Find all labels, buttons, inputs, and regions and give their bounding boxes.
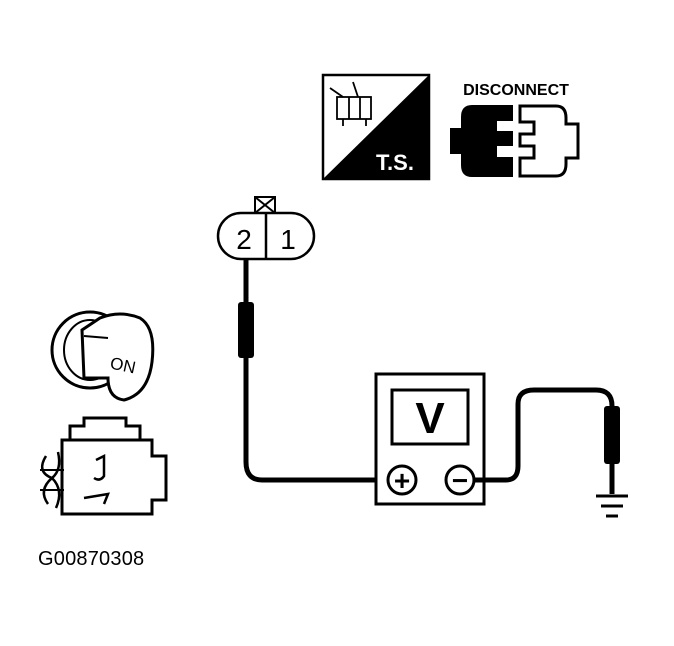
engine-icon <box>40 416 168 516</box>
positive-terminal-symbol: + <box>394 465 410 496</box>
voltmeter: V + − <box>374 372 486 506</box>
positive-terminal <box>386 464 418 496</box>
ts-label: T.S. <box>376 150 414 175</box>
terminal-1-label: 1 <box>280 224 296 255</box>
disconnect-label: DISCONNECT <box>463 82 569 99</box>
ground-icon <box>596 494 628 518</box>
positive-probe-lead <box>238 259 390 483</box>
ignition-key-icon: ON <box>50 310 155 402</box>
figure-code: G00870308 <box>38 548 145 570</box>
terminal-2-label: 2 <box>236 224 252 255</box>
harness-connector: 2 1 <box>216 196 316 261</box>
terminal-side-icon: T.S. <box>321 73 431 181</box>
voltmeter-symbol: V <box>415 394 445 443</box>
negative-terminal-symbol: − <box>452 465 468 496</box>
ignition-on-label: ON <box>108 354 137 378</box>
negative-probe-lead <box>474 387 620 494</box>
disconnect-icon: DISCONNECT <box>450 82 580 178</box>
